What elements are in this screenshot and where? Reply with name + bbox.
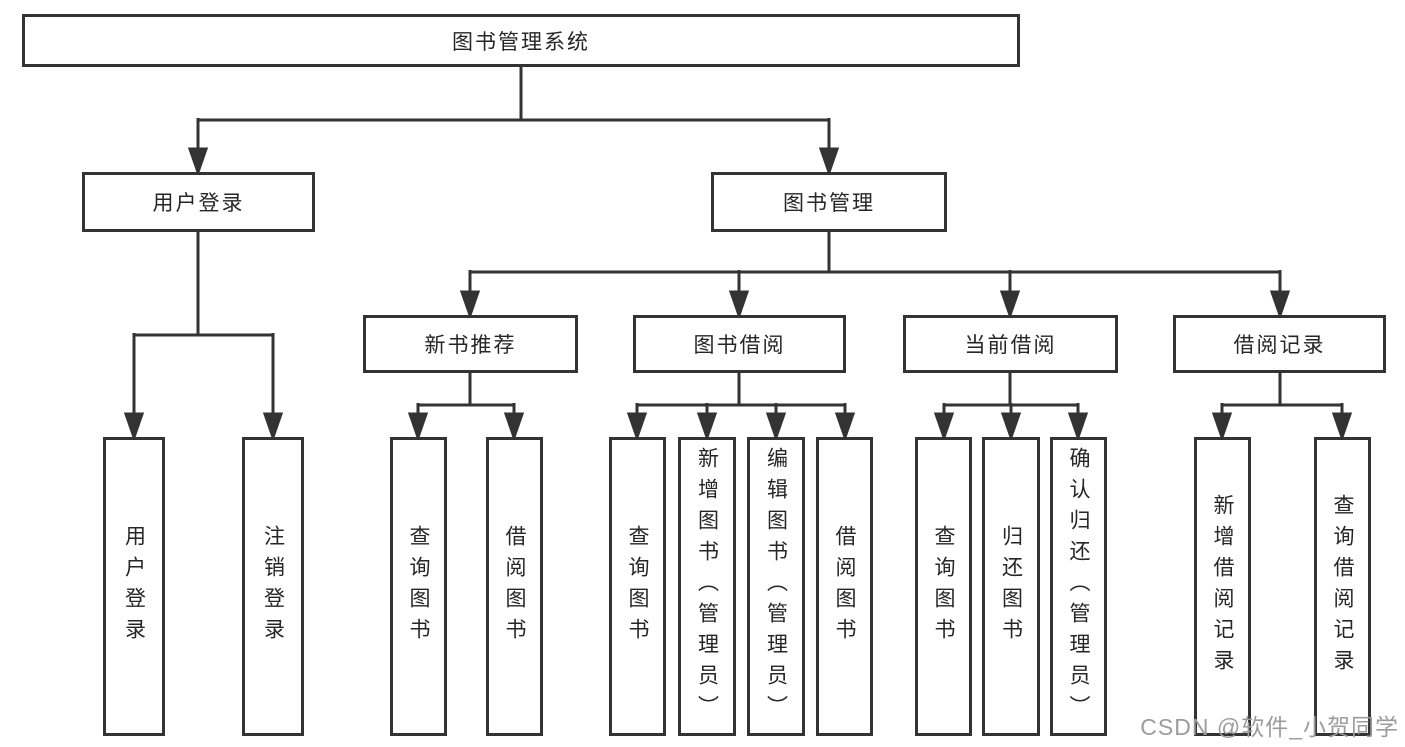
- leaf-label: 确认归还（管理员）: [1067, 447, 1090, 726]
- node-user-login-branch: 用户登录: [82, 172, 315, 232]
- leaf-label: 借阅图书: [503, 524, 526, 649]
- node-leaf-query-borrow-record: 查询借阅记录: [1314, 437, 1371, 736]
- leaf-label: 用户登录: [122, 524, 146, 649]
- node-book-management-branch: 图书管理: [711, 172, 947, 232]
- node-leaf-confirm-return-admin: 确认归还（管理员）: [1050, 437, 1107, 736]
- csdn-watermark: CSDN @软件_小贺同学: [1140, 714, 1399, 740]
- leaf-label: 归还图书: [999, 524, 1023, 649]
- leaf-label: 查询图书: [626, 524, 649, 649]
- node-leaf-query-books-recommend: 查询图书: [390, 437, 447, 736]
- node-leaf-query-books-borrowing: 查询图书: [609, 437, 666, 736]
- node-borrowing-records: 借阅记录: [1173, 315, 1386, 373]
- node-leaf-borrow-books-borrowing: 借阅图书: [816, 437, 873, 736]
- node-leaf-add-books-admin: 新增图书（管理员）: [678, 437, 736, 736]
- node-root-library-system: 图书管理系统: [22, 14, 1020, 67]
- node-leaf-logout: 注销登录: [242, 437, 304, 736]
- node-leaf-user-login: 用户登录: [103, 437, 165, 736]
- leaf-label: 新增图书（管理员）: [695, 447, 719, 726]
- leaf-label: 查询借阅记录: [1331, 493, 1354, 680]
- node-book-borrowing: 图书借阅: [633, 315, 846, 373]
- leaf-label: 借阅图书: [833, 524, 856, 649]
- leaf-label: 查询图书: [932, 524, 955, 649]
- node-current-borrowing: 当前借阅: [903, 315, 1118, 373]
- leaf-label: 注销登录: [261, 524, 285, 649]
- node-leaf-return-books: 归还图书: [982, 437, 1040, 736]
- leaf-label: 编辑图书（管理员）: [764, 447, 788, 726]
- node-leaf-add-borrow-record: 新增借阅记录: [1194, 437, 1251, 736]
- node-leaf-borrow-books-recommend: 借阅图书: [486, 437, 543, 736]
- node-leaf-query-books-current: 查询图书: [915, 437, 972, 736]
- node-leaf-edit-books-admin: 编辑图书（管理员）: [747, 437, 805, 736]
- node-new-book-recommend: 新书推荐: [363, 315, 578, 373]
- leaf-label: 新增借阅记录: [1211, 493, 1234, 680]
- leaf-label: 查询图书: [407, 524, 430, 649]
